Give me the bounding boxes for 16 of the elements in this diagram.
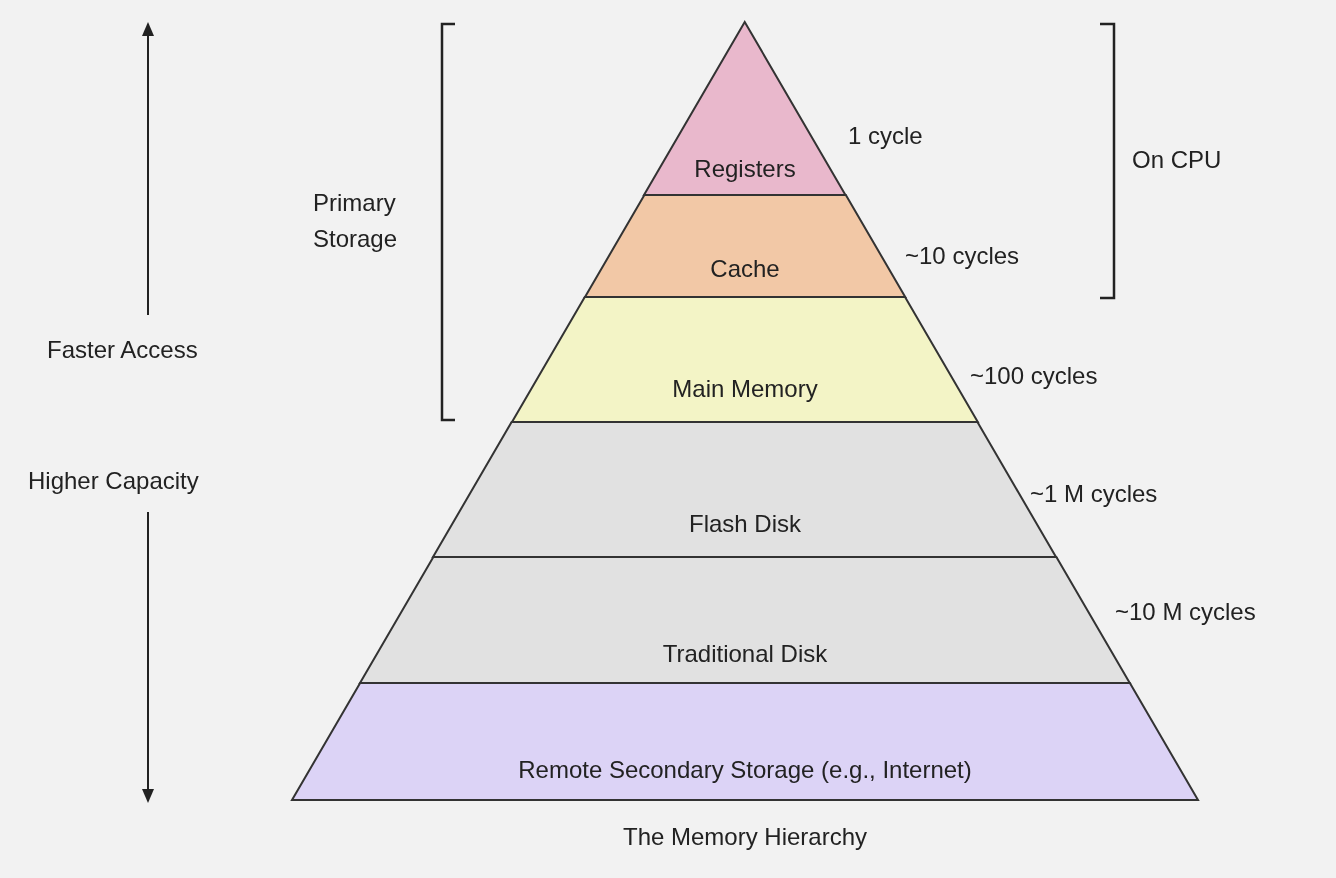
bracket-label: On CPU [1132, 146, 1222, 174]
layer-label: Remote Secondary Storage (e.g., Internet) [517, 756, 973, 784]
layer-label: Traditional Disk [661, 640, 829, 668]
axis-label: Faster Access [47, 336, 198, 364]
layer-label: Flash Disk [687, 510, 802, 538]
bracket-label: Primary Storage [313, 188, 399, 254]
axis-label: Higher Capacity [28, 467, 199, 495]
layer-label: Registers [693, 155, 797, 183]
layer-label: Cache [709, 255, 781, 283]
access-time-label: ~1 M cycles [1030, 480, 1158, 508]
caption: The Memory Hierarchy [621, 823, 869, 851]
layer-label: Main Memory [671, 375, 819, 403]
access-time-label: ~100 cycles [970, 362, 1098, 390]
access-time-label: ~10 cycles [905, 242, 1020, 270]
access-time-label: ~10 M cycles [1115, 598, 1256, 626]
access-time-label: 1 cycle [848, 122, 923, 150]
